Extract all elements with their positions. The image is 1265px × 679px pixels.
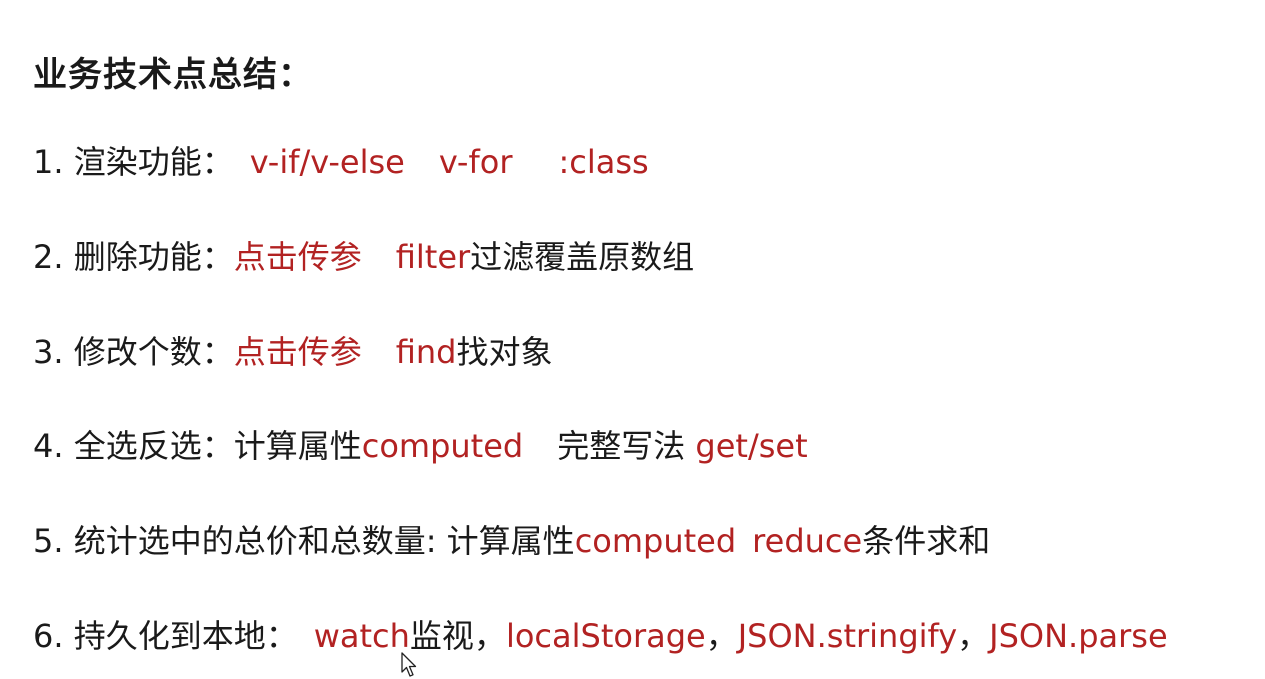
item-label: 5. 统计选中的总价和总数量: [33, 522, 437, 560]
mouse-pointer-icon [401, 652, 417, 677]
item-label: 2. 删除功能： [33, 238, 234, 276]
tech-term: v-if/v-else [249, 143, 405, 181]
item-label: 1. 渲染功能： [33, 143, 234, 181]
tech-term: 点击传参 [233, 238, 362, 276]
item-separator: ， [705, 617, 738, 655]
tech-term: 点击传参 [233, 333, 362, 371]
summary-item-delete: 2. 删除功能：点击传参 filter过滤覆盖原数组 [33, 233, 694, 281]
item-text: 找对象 [456, 333, 553, 371]
tech-term: JSON.parse [989, 617, 1168, 655]
item-label: 4. 全选反选： [33, 427, 234, 465]
tech-term: JSON.stringify [737, 617, 958, 655]
item-text: 过滤覆盖原数组 [470, 238, 695, 276]
tech-term: filter [395, 238, 471, 276]
summary-item-modify-count: 3. 修改个数：点击传参 find找对象 [33, 328, 553, 376]
summary-item-persist: 6. 持久化到本地：watch监视，localStorage，JSON.stri… [33, 612, 1168, 660]
tech-term: v-for [438, 143, 513, 181]
item-text: 完整写法 [557, 427, 686, 465]
page-title: 业务技术点总结： [33, 55, 313, 95]
item-label: 6. 持久化到本地： [33, 617, 298, 655]
summary-item-select-all: 4. 全选反选：计算属性computed 完整写法 get/set [33, 422, 808, 470]
item-separator: ， [957, 617, 990, 655]
tech-term: reduce [752, 522, 863, 560]
summary-item-render: 1. 渲染功能： v-if/v-else v-for :class [33, 138, 649, 186]
item-text: 计算属性 [233, 427, 362, 465]
item-label: 3. 修改个数： [33, 333, 234, 371]
item-text: 条件求和 [862, 522, 991, 560]
item-text: 监视， [409, 617, 506, 655]
tech-term: localStorage [505, 617, 706, 655]
tech-term: watch [313, 617, 410, 655]
tech-term: get/set [695, 427, 808, 465]
tech-term: find [395, 333, 457, 371]
tech-term: computed [361, 427, 524, 465]
summary-item-totals: 5. 统计选中的总价和总数量: 计算属性computed reduce条件求和 [33, 517, 990, 565]
tech-term: computed [574, 522, 737, 560]
item-text: 计算属性 [446, 522, 575, 560]
tech-term: :class [558, 143, 649, 181]
